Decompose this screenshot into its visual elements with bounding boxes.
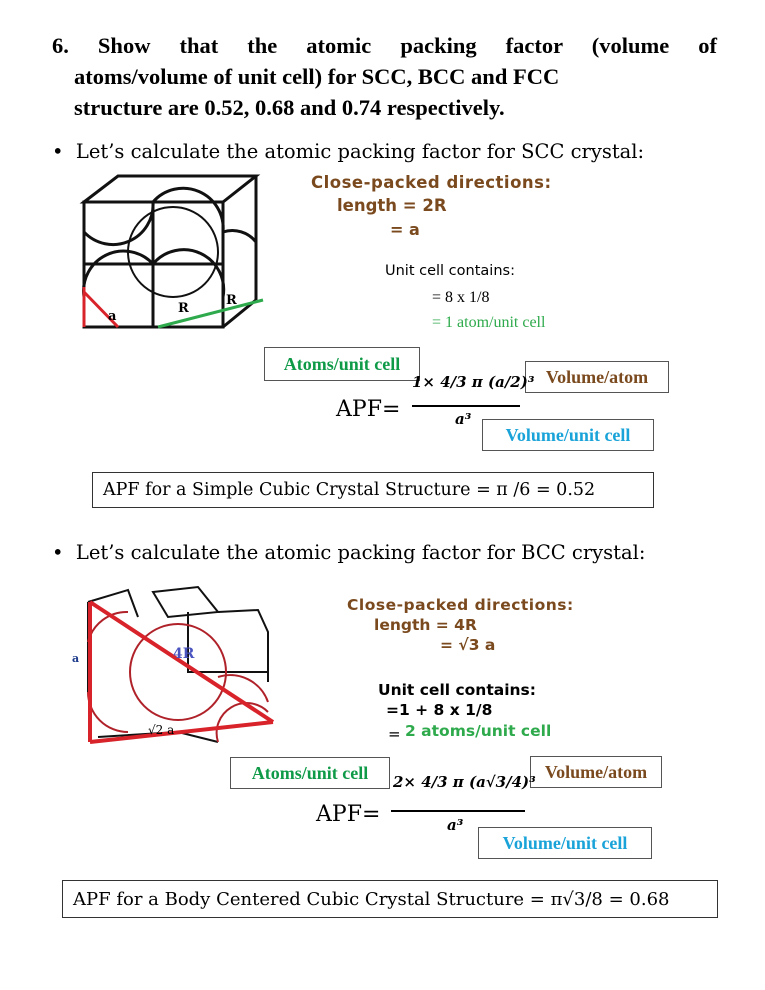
bcc-conclusion-box: APF for a Body Centered Cubic Crystal St… (62, 880, 718, 918)
question-heading: 6. Show that the atomic packing factor (… (52, 30, 717, 123)
bcc-volume-cell-box: Volume/unit cell (478, 827, 652, 859)
scc-label-a: a (108, 309, 117, 324)
scc-unit-cell-figure: a R R (79, 174, 264, 329)
scc-calc: = 8 x 1/8 (432, 289, 490, 306)
scc-equals-a: = a (390, 220, 420, 239)
scc-atoms-per-cell-box: Atoms/unit cell (264, 347, 420, 381)
bcc-numerator: 2× 4/3 π (a√3/4)³ (393, 773, 536, 791)
scc-label-r2: R (226, 293, 237, 308)
scc-unit-cell-contains: Unit cell contains: (385, 263, 515, 279)
scc-length: length = 2R (337, 196, 447, 215)
bcc-bullet-text: Let’s calculate the atomic packing facto… (75, 541, 646, 564)
scc-numerator: 1× 4/3 π (a/2)³ (412, 373, 535, 391)
bcc-volume-atom-box: Volume/atom (530, 756, 662, 788)
bcc-result: 2 atoms/unit cell (405, 722, 552, 740)
scc-label-r1: R (178, 301, 189, 316)
scc-result: = 1 atom/unit cell (432, 314, 546, 331)
bcc-close-packed-label: Close-packed directions: (347, 596, 574, 614)
question-line-3: structure are 0.52, 0.68 and 0.74 respec… (74, 95, 505, 120)
scc-close-packed-label: Close-packed directions: (311, 173, 552, 192)
scc-bullet: • Let’s calculate the atomic packing fac… (52, 140, 645, 163)
question-line-2: atoms/volume of unit cell) for SCC, BCC … (74, 64, 560, 89)
bcc-equals-sqrt3a: = √3 a (440, 636, 496, 654)
bcc-fraction-line (391, 810, 525, 812)
scc-denominator: a³ (455, 410, 472, 428)
bcc-bullet: • Let’s calculate the atomic packing fac… (52, 541, 646, 564)
scc-volume-atom-box: Volume/atom (525, 361, 669, 393)
bcc-label-4r: 4R (173, 646, 195, 662)
bcc-calc: =1 + 8 x 1/8 (386, 701, 493, 719)
scc-conclusion-box: APF for a Simple Cubic Crystal Structure… (92, 472, 654, 508)
scc-fraction-line (412, 405, 520, 407)
bcc-result-equals: = (388, 725, 401, 743)
question-line-1: Show that the atomic packing factor (vol… (97, 33, 717, 58)
bcc-atoms-per-cell-box: Atoms/unit cell (230, 757, 390, 789)
scc-volume-cell-box: Volume/unit cell (482, 419, 654, 451)
bcc-unit-cell-contains: Unit cell contains: (378, 681, 536, 699)
question-number: 6. (52, 33, 69, 58)
bcc-length: length = 4R (374, 616, 477, 634)
scc-apf-label: APF= (336, 397, 401, 422)
bcc-label-sqrt2a: √2 a (148, 723, 174, 737)
bcc-label-a: a (72, 652, 79, 665)
bcc-conclusion: APF for a Body Centered Cubic Crystal St… (73, 888, 670, 910)
bcc-apf-label: APF= (316, 802, 381, 827)
scc-conclusion: APF for a Simple Cubic Crystal Structure… (103, 480, 596, 500)
bcc-denominator: a³ (447, 816, 464, 834)
bcc-unit-cell-figure: a 4R √2 a (72, 585, 275, 744)
scc-bullet-text: Let’s calculate the atomic packing facto… (75, 140, 645, 163)
